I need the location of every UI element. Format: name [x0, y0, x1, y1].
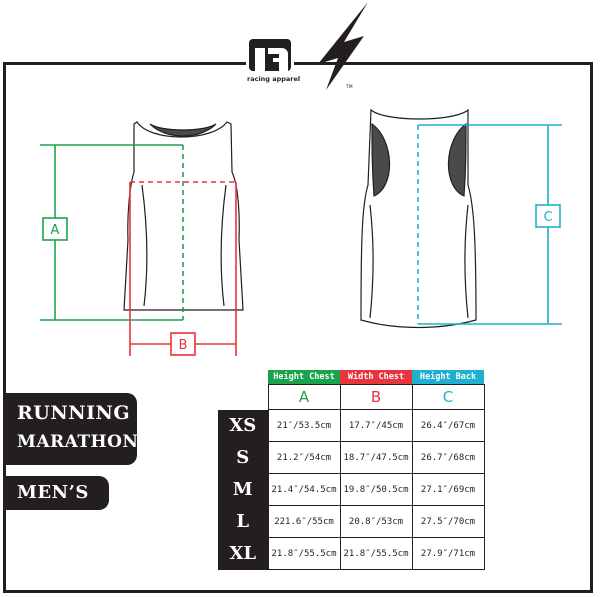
table-row: S 21.2″/54cm 18.7″/47.5cm 26.7″/68cm [218, 441, 485, 474]
cell-a: 221.6″/55cm [267, 505, 341, 538]
running-marathon-tag: RUNNING MARATHON [3, 393, 139, 465]
size-label: XS [218, 409, 268, 442]
table-row: L 221.6″/55cm 20.8″/53cm 27.5″/70cm [218, 505, 485, 538]
cell-b: 20.8″/53cm [339, 505, 413, 538]
measure-b [129, 181, 237, 356]
size-label: L [218, 505, 268, 538]
size-label: M [218, 473, 268, 506]
racing-apparel-logo: racing apparel TM [246, 2, 368, 90]
header-height-chest: Height Chest [268, 370, 340, 385]
measure-c-label: C [543, 210, 552, 225]
cell-c: 27.9″/71cm [411, 537, 485, 570]
mens-tag: MEN’S [3, 476, 109, 510]
cell-c: 26.4″/67cm [411, 409, 485, 442]
size-label: S [218, 441, 268, 474]
table-row: XL 21.8″/55.5cm 21.8″/55.5cm 27.9″/71cm [218, 537, 485, 570]
table-row: M 21.4″/54.5cm 19.8″/50.5cm 27.1″/69cm [218, 473, 485, 506]
cell-a: 21.8″/55.5cm [267, 537, 341, 570]
cell-a: 21.2″/54cm [267, 441, 341, 474]
lightning-bolt-icon [318, 2, 368, 90]
measure-a [40, 144, 184, 321]
header-letter-a: A [267, 384, 341, 410]
cell-c: 27.1″/69cm [411, 473, 485, 506]
cell-b: 18.7″/47.5cm [339, 441, 413, 474]
outer-frame [3, 62, 593, 593]
cell-a: 21.4″/54.5cm [267, 473, 341, 506]
size-chart-table: Height Chest Width Chest Height Back A B… [218, 370, 485, 570]
header-letter-c: C [411, 384, 485, 410]
cell-b: 19.8″/50.5cm [339, 473, 413, 506]
size-label: XL [218, 537, 268, 570]
cell-b: 17.7″/45cm [339, 409, 413, 442]
trademark-mark: TM [345, 84, 353, 90]
table-row: XS 21″/53.5cm 17.7″/45cm 26.4″/67cm [218, 409, 485, 442]
header-letter-b: B [339, 384, 413, 410]
tag-gender: MEN’S [17, 482, 89, 503]
cell-b: 21.8″/55.5cm [339, 537, 413, 570]
cell-c: 27.5″/70cm [411, 505, 485, 538]
measure-b-label: B [179, 338, 188, 353]
cell-a: 21″/53.5cm [267, 409, 341, 442]
tag-marathon: MARATHON [17, 432, 139, 452]
logo-text: racing apparel [247, 75, 300, 83]
header-width-chest: Width Chest [340, 370, 412, 385]
measure-c [417, 124, 562, 325]
measure-a-label: A [51, 223, 60, 238]
header-height-back: Height Back [412, 370, 484, 385]
cell-c: 26.7″/68cm [411, 441, 485, 474]
tag-running: RUNNING [17, 402, 131, 424]
